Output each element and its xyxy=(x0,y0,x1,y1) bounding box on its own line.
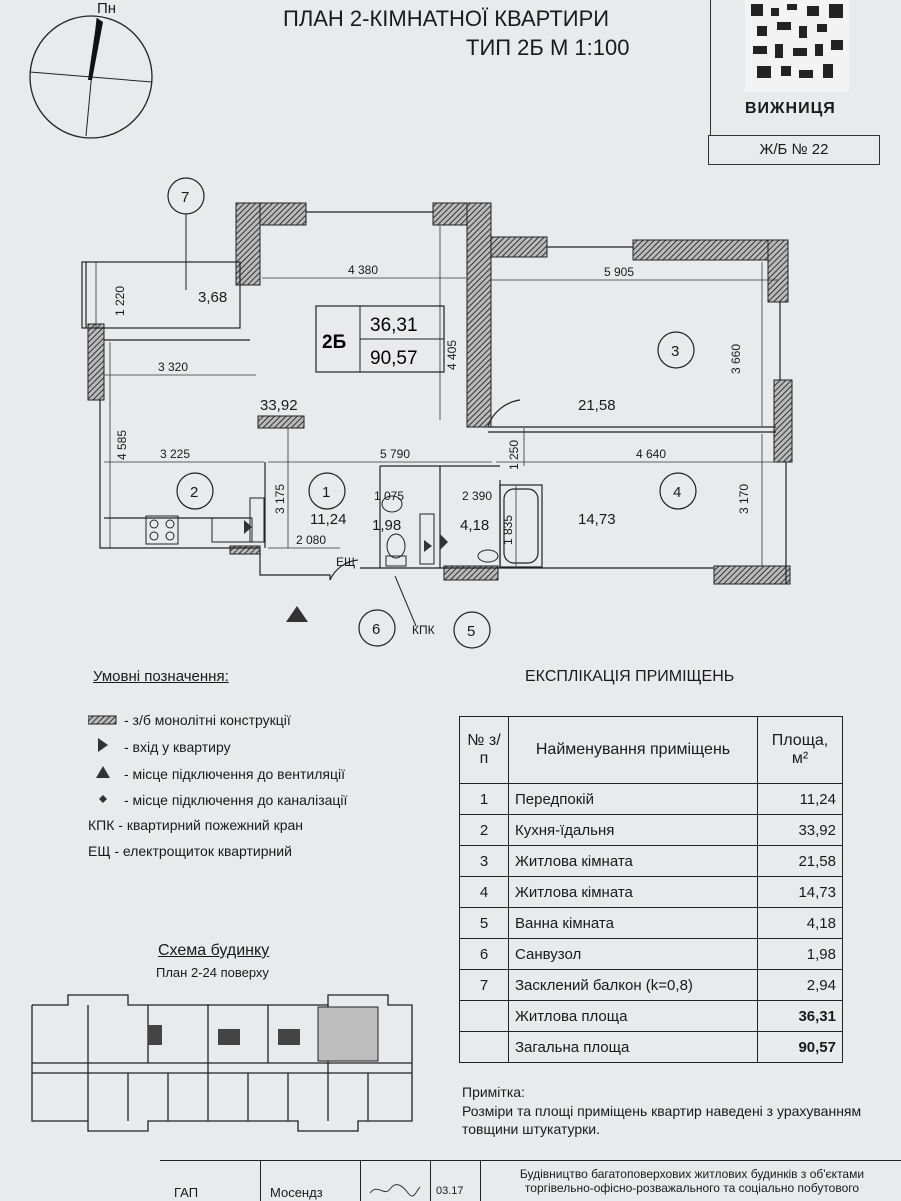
dimension-lines xyxy=(95,226,778,566)
room-marker-4 xyxy=(659,472,697,510)
legend-title: Умовні позначення: xyxy=(93,668,229,685)
explication-title: ЕКСПЛІКАЦІЯ ПРИМІЩЕНЬ xyxy=(525,668,735,685)
dim-label: 4 380 xyxy=(348,263,378,277)
room-no-1: 1 xyxy=(322,484,330,501)
apt-total-area: 90,57 xyxy=(370,348,418,369)
dim-label: 3 320 xyxy=(158,360,188,374)
title-block: ГАП Мосендз 03.17 Будівництво багатопове… xyxy=(160,1160,901,1201)
sewer-marker-icon xyxy=(88,791,124,808)
room-no-4: 4 xyxy=(673,484,681,501)
room-area-1: 11,24 xyxy=(310,511,346,528)
room-no-2: 2 xyxy=(190,484,198,501)
qr-code-icon xyxy=(745,0,849,92)
dim-label: 2 080 xyxy=(296,533,326,547)
room-no-5: 5 xyxy=(467,623,475,640)
legend-item: КПК - квартирний пожежний кран xyxy=(88,817,304,833)
dim-label: 4 640 xyxy=(636,447,666,461)
kitchen-fixtures xyxy=(145,495,499,567)
legend-item: - місце підключення до вентиляції xyxy=(88,765,345,782)
entry-marker-icon xyxy=(424,540,432,552)
legend-item: - вхід у квартиру xyxy=(88,738,231,755)
city-label: ВИЖНИЦЯ xyxy=(745,100,836,117)
north-label: Пн xyxy=(97,0,117,17)
vent-riser-icon xyxy=(244,520,252,534)
schema-subtitle: План 2-24 поверху xyxy=(156,965,269,980)
room-area-7: 3,68 xyxy=(198,289,227,306)
room-no-3: 3 xyxy=(671,343,679,360)
room-no-7: 7 xyxy=(181,189,189,206)
dim-label: 1 835 xyxy=(501,515,515,545)
role-label: ГАП xyxy=(174,1185,199,1200)
room-area-2: 33,92 xyxy=(260,397,298,414)
room-no-6: 6 xyxy=(372,621,380,638)
building-number: Ж/Б № 22 xyxy=(708,135,880,165)
room-marker-3 xyxy=(657,331,695,369)
kpk-label: КПК xyxy=(412,623,435,637)
dim-label: 3 170 xyxy=(737,484,751,514)
dim-label: 5 905 xyxy=(604,265,634,279)
dim-label: 3 660 xyxy=(729,344,743,374)
room-area-5: 4,18 xyxy=(460,517,489,534)
walls xyxy=(87,202,793,585)
col-header-area: Площа, м² xyxy=(757,716,843,784)
dim-label: 1 075 xyxy=(374,489,404,503)
apartment-area-box: 2Б 36,31 90,57 xyxy=(315,305,445,373)
dim-label: 3 225 xyxy=(160,447,190,461)
legend-item: - з/б монолітні конструкції xyxy=(87,712,291,728)
room-marker-1 xyxy=(308,472,346,510)
wall-hatch-icon xyxy=(87,712,124,728)
plan-outline xyxy=(81,211,787,584)
col-header-no: № з/п xyxy=(459,716,509,784)
room-marker-6 xyxy=(358,609,396,647)
ventilation-marker-icon xyxy=(286,606,308,622)
entry-marker-icon xyxy=(88,738,124,755)
note-body: Розміри та площі приміщень квартир навед… xyxy=(462,1103,862,1137)
col-header-name: Найменування приміщень xyxy=(508,716,758,784)
building-schema-diagram xyxy=(31,994,413,1132)
dim-label: 4 405 xyxy=(445,340,459,370)
explication-table: № з/п Найменування приміщень Площа, м² 1… xyxy=(459,716,843,1063)
legend-item: ЕЩ - електрощиток квартирний xyxy=(88,843,292,859)
room-area-3: 21,58 xyxy=(578,397,616,414)
dim-label: 5 790 xyxy=(380,447,410,461)
note-title: Примітка: xyxy=(462,1084,525,1100)
room-marker-2 xyxy=(176,472,214,510)
apt-living-area: 36,31 xyxy=(370,315,418,336)
author-name: Мосендз xyxy=(270,1185,323,1200)
dim-label: 1 250 xyxy=(507,440,521,470)
compass-icon xyxy=(29,15,153,139)
dim-label: 1 220 xyxy=(113,286,127,316)
apt-type: 2Б xyxy=(322,332,346,353)
dim-label: 3 175 xyxy=(273,484,287,514)
ventilation-marker-icon xyxy=(88,765,124,782)
esch-label: ЕЩ xyxy=(336,555,355,569)
dim-label: 4 585 xyxy=(115,430,129,460)
plan-subtitle: ТИП 2Б М 1:100 xyxy=(466,35,630,60)
entry-marker-icon xyxy=(440,534,448,550)
signature-icon xyxy=(369,1184,421,1197)
legend-item: - місце підключення до каналізації xyxy=(88,791,347,808)
project-description: Будівництво багатоповерхових житлових бу… xyxy=(519,1167,865,1195)
schema-title: Схема будинку xyxy=(158,942,270,959)
floor-plan: 7 3 2 1 4 6 5 2Б 36,31 90,57 3,68 33,92 … xyxy=(29,15,793,649)
dim-label: 2 390 xyxy=(462,489,492,503)
room-area-6: 1,98 xyxy=(372,517,401,534)
signature-date: 03.17 xyxy=(436,1185,464,1197)
plan-title: ПЛАН 2-КІМНАТНОЇ КВАРТИРИ xyxy=(283,6,610,31)
room-marker-5 xyxy=(453,611,491,649)
room-area-4: 14,73 xyxy=(578,511,616,528)
